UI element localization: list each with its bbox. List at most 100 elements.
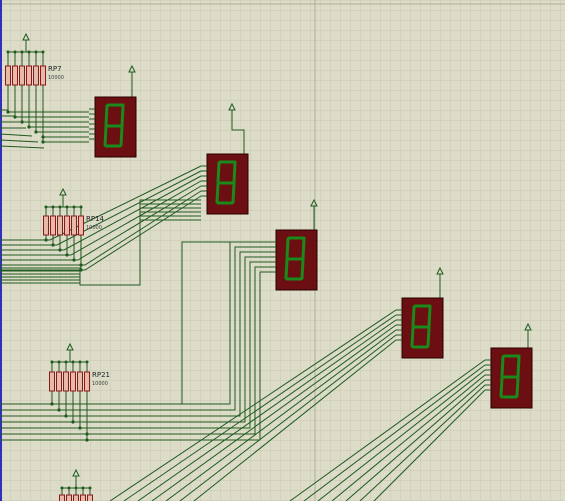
- junction-dot: [44, 205, 48, 209]
- junction-dot: [64, 360, 68, 364]
- junction-dot: [27, 50, 31, 54]
- resistor-pack-value: 10000: [92, 381, 108, 387]
- wire-rp14-low-to-display-2[interactable]: [0, 219, 201, 286]
- wire-bus-rp7-left[interactable]: [0, 145, 45, 149]
- display-segment: [232, 161, 237, 184]
- wire-bottom-to-display-5[interactable]: [303, 364, 486, 501]
- power-terminal-arrow-icon[interactable]: [22, 32, 30, 41]
- wire-bottom-to-display-5[interactable]: [289, 359, 486, 501]
- display-segment: [499, 376, 504, 398]
- wire-bus-rp7-left[interactable]: [0, 139, 39, 143]
- junction-dot: [67, 486, 71, 490]
- resistor-array-icon: [73, 494, 79, 501]
- wire-bus-rp7-left[interactable]: [0, 133, 33, 137]
- wire-bottom-to-display-4[interactable]: [179, 334, 397, 501]
- resistor-pack-label: RP14: [86, 215, 105, 223]
- wire-bottom-to-display-4[interactable]: [109, 309, 397, 501]
- resistor-array-icon: [66, 494, 72, 501]
- junction-dot: [58, 205, 62, 209]
- junction-dot: [71, 360, 75, 364]
- wire-rp21-to-display-3[interactable]: [0, 261, 270, 429]
- junction-dot: [58, 248, 62, 252]
- resistor-array-icon: [80, 494, 86, 501]
- junction-dot: [34, 130, 38, 134]
- seven-segment-display[interactable]: 8: [485, 347, 533, 409]
- power-terminal-arrow-icon[interactable]: [59, 187, 67, 196]
- junction-dot: [60, 486, 64, 490]
- display-digit-value: 8: [440, 354, 441, 356]
- wire-rp21-to-display-3[interactable]: [0, 271, 270, 441]
- resistor-array-icon: [70, 371, 76, 392]
- junction-dot: [44, 238, 48, 242]
- wire-rp21-to-display-3[interactable]: [0, 251, 270, 417]
- power-terminal-arrow-icon[interactable]: [228, 102, 236, 111]
- wire-rp21-to-display-3[interactable]: [0, 256, 270, 423]
- junction-dot: [51, 205, 55, 209]
- wire-bottom-to-display-4[interactable]: [151, 324, 397, 501]
- seven-segment-display[interactable]: 8: [270, 229, 318, 291]
- resistor-pack[interactable]: [59, 486, 93, 501]
- display-digit-value: 8: [133, 153, 134, 155]
- wire-bottom-to-display-5[interactable]: [373, 389, 486, 501]
- junction-dot: [72, 205, 76, 209]
- power-terminal-arrow-icon[interactable]: [524, 322, 532, 331]
- junction-dot: [88, 486, 92, 490]
- wire-rp14-to-display-2[interactable]: [45, 165, 202, 241]
- wire-rp21-outer[interactable]: [0, 241, 270, 405]
- junction-dot: [78, 426, 82, 430]
- resistor-array-icon: [50, 215, 56, 236]
- wire-rp14-to-display-2[interactable]: [66, 180, 202, 256]
- junction-dot: [74, 486, 78, 490]
- wire-rp21-to-display-3[interactable]: [0, 266, 270, 435]
- display-common-wire[interactable]: [231, 122, 245, 154]
- wire-rp14-to-display-2[interactable]: [80, 195, 202, 271]
- junction-dot: [85, 438, 89, 442]
- resistor-array-icon: [40, 65, 46, 86]
- power-terminal-arrow-icon[interactable]: [72, 468, 80, 477]
- seven-segment-display[interactable]: 8: [201, 153, 249, 215]
- display-segment: [285, 237, 290, 260]
- wire-rp21-to-display-3[interactable]: [0, 246, 270, 411]
- resistor-array-icon: [84, 371, 90, 392]
- junction-dot: [72, 258, 76, 262]
- resistor-array-icon: [19, 65, 25, 86]
- display-digit-value: 8: [314, 286, 315, 288]
- junction-dot: [34, 50, 38, 54]
- display-segment: [500, 355, 505, 378]
- power-terminal-arrow-icon[interactable]: [66, 342, 74, 351]
- junction-dot: [57, 360, 61, 364]
- display-segment: [301, 237, 306, 260]
- seven-segment-display[interactable]: 8: [89, 96, 137, 158]
- wire-bottom-to-display-5[interactable]: [331, 374, 486, 501]
- power-terminal-arrow-icon[interactable]: [436, 266, 444, 275]
- wire-bottom-to-display-4[interactable]: [137, 319, 397, 501]
- wire-bottom-to-display-4[interactable]: [193, 339, 397, 501]
- display-segment: [410, 326, 415, 348]
- resistor-pack[interactable]: RP14 10000: [43, 205, 105, 236]
- wire-bottom-to-display-4[interactable]: [165, 329, 397, 501]
- junction-dot: [65, 205, 69, 209]
- wire-bottom-to-display-4[interactable]: [123, 314, 397, 501]
- junction-dot: [81, 486, 85, 490]
- wire-bottom-to-display-5[interactable]: [359, 384, 486, 501]
- resistor-array-icon: [87, 494, 93, 501]
- resistor-array-icon: [5, 65, 11, 86]
- power-terminal-arrow-icon[interactable]: [310, 198, 318, 207]
- wire-bottom-to-display-5[interactable]: [317, 369, 486, 501]
- display-segment: [515, 376, 520, 398]
- display-segment: [284, 258, 289, 280]
- display-segment: [426, 326, 431, 348]
- resistor-array-icon: [71, 215, 77, 236]
- wire-rp14-to-display-2[interactable]: [59, 175, 202, 251]
- junction-dot: [27, 125, 31, 129]
- wire-rp14-to-display-2[interactable]: [52, 170, 202, 246]
- wire-bottom-to-display-5[interactable]: [345, 379, 486, 501]
- power-terminal-arrow-icon[interactable]: [128, 64, 136, 73]
- seven-segment-display[interactable]: 8: [396, 297, 444, 359]
- resistor-array-icon: [59, 494, 65, 501]
- junction-dot: [78, 360, 82, 364]
- resistor-pack-value: 10000: [86, 225, 102, 231]
